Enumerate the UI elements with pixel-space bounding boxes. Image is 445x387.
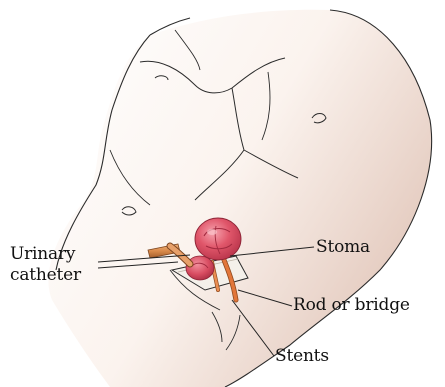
urinary-catheter-label-line2: catheter: [10, 265, 81, 285]
rod-or-bridge-label: Rod or bridge: [293, 295, 410, 315]
stoma-label: Stoma: [316, 237, 370, 257]
torso-illustration: [48, 10, 431, 387]
urinary-catheter-label-line1: Urinary: [10, 244, 75, 264]
stents-label: Stents: [275, 346, 329, 366]
